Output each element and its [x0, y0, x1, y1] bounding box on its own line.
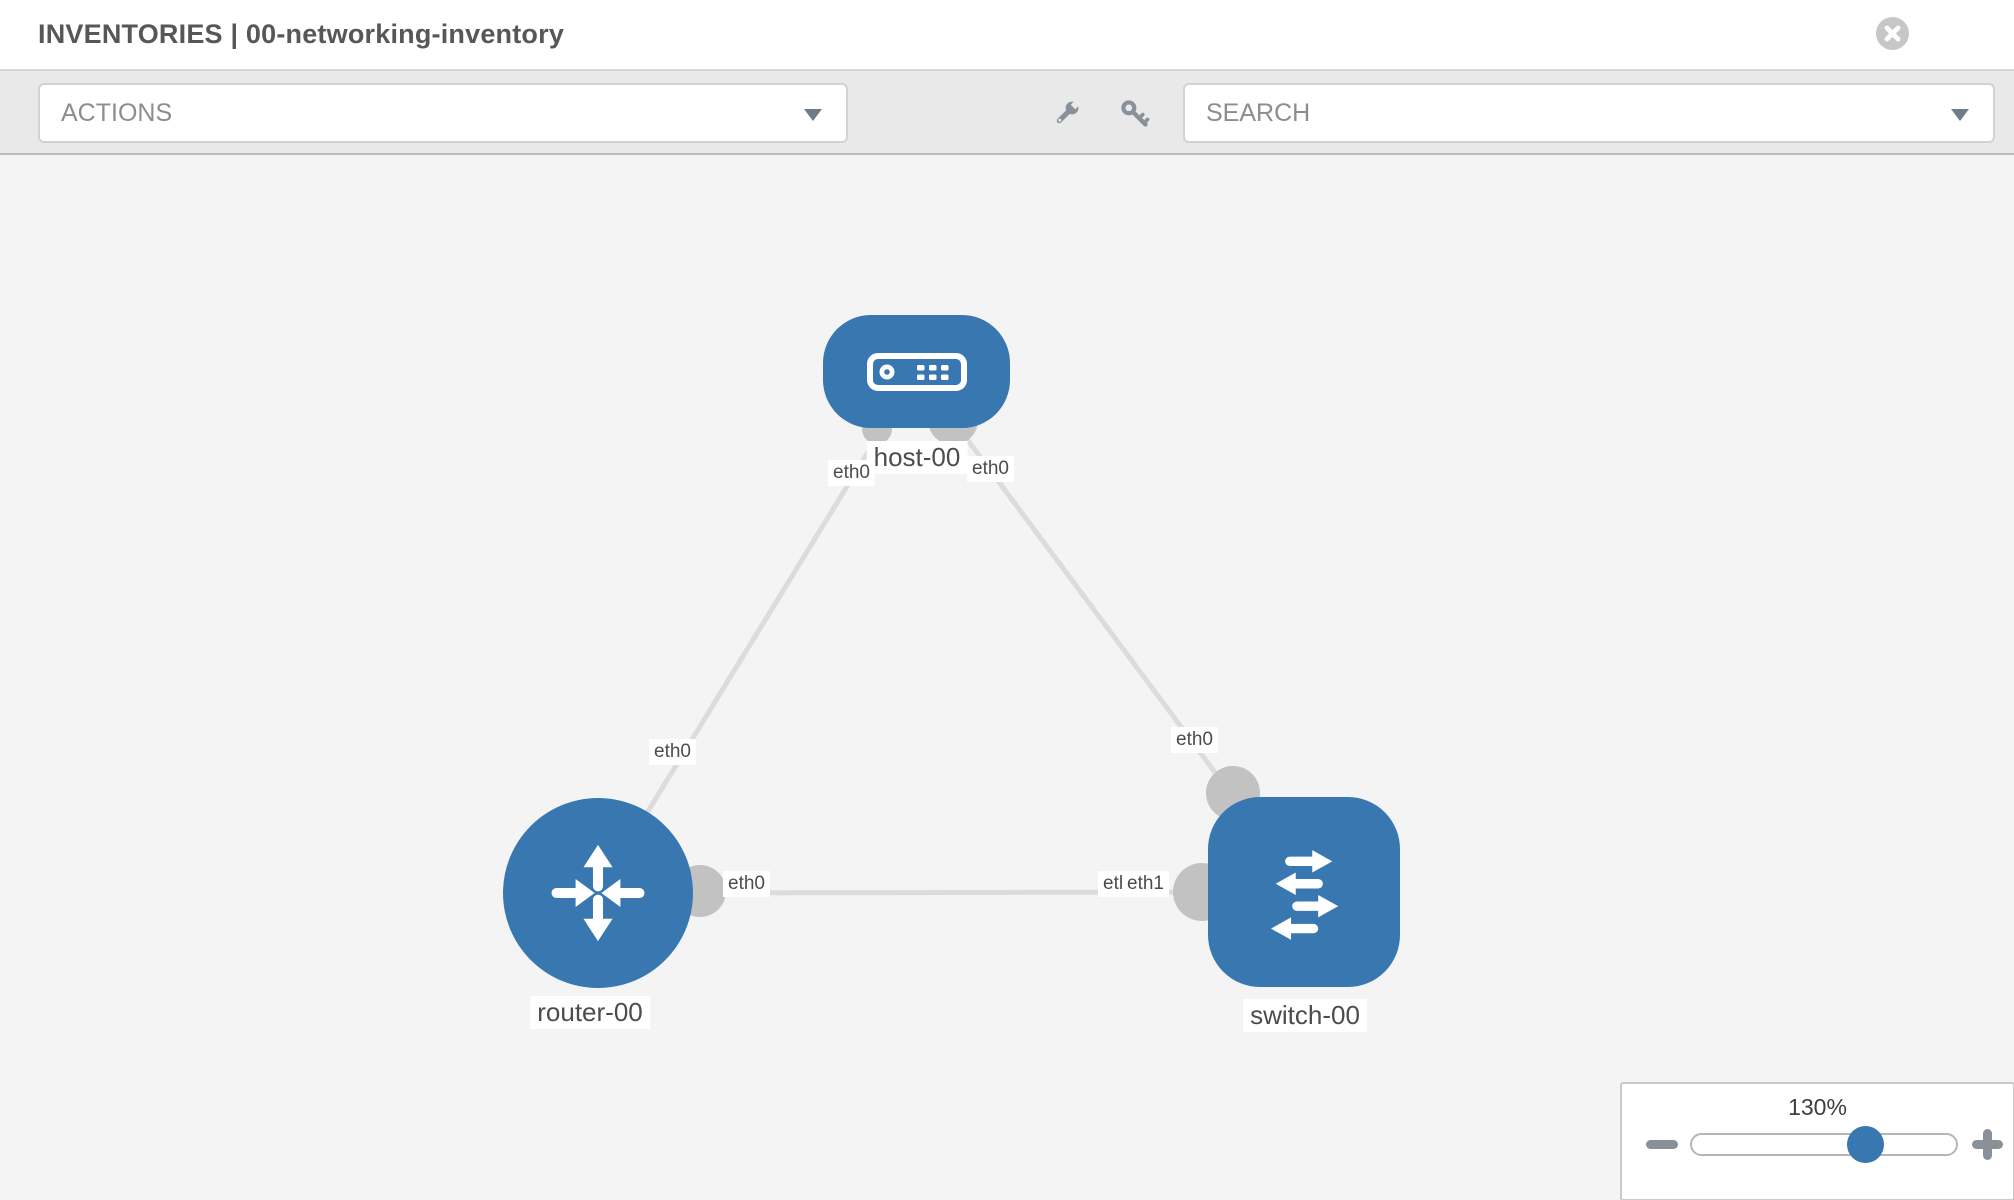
actions-dropdown-label: ACTIONS: [61, 98, 173, 127]
zoom-slider-track[interactable]: [1690, 1133, 1958, 1156]
link-host-router: [595, 370, 920, 895]
toolbar: ACTIONS SEARCH: [0, 71, 2014, 155]
interface-label: eth0: [828, 460, 875, 486]
search-dropdown[interactable]: SEARCH: [1183, 83, 1995, 143]
chevron-down-icon: [1951, 109, 1969, 121]
zoom-out-button[interactable]: [1646, 1140, 1678, 1149]
interface-label: eth1: [1122, 871, 1169, 897]
links-layer: [595, 370, 1307, 921]
header: INVENTORIES | 00-networking-inventory: [0, 0, 2014, 71]
close-button[interactable]: [1876, 17, 1909, 50]
zoom-slider-knob[interactable]: [1847, 1126, 1884, 1163]
topology-canvas[interactable]: host-00 router-00 switch-00 eth0 eth0 et…: [0, 155, 2014, 1200]
wrench-button[interactable]: [1049, 97, 1083, 131]
actions-dropdown[interactable]: ACTIONS: [38, 83, 848, 143]
chevron-down-icon: [804, 109, 822, 121]
key-icon: [1121, 100, 1150, 127]
node-router-00[interactable]: [503, 798, 693, 988]
interface-label: eth0: [723, 871, 770, 897]
wrench-icon: [1056, 100, 1080, 124]
node-label-router: router-00: [530, 996, 650, 1029]
router-icon: [551, 844, 645, 942]
host-icon: [866, 352, 967, 391]
interface-label: eth0: [649, 739, 696, 765]
node-switch-00[interactable]: [1208, 797, 1400, 987]
node-label-switch: switch-00: [1243, 999, 1367, 1032]
key-button[interactable]: [1118, 97, 1152, 131]
interface-label: eth0: [1171, 727, 1218, 753]
search-placeholder: SEARCH: [1206, 98, 1311, 127]
zoom-level: 130%: [1788, 1094, 1847, 1120]
page-title: INVENTORIES | 00-networking-inventory: [38, 19, 565, 49]
zoom-in-button[interactable]: [1972, 1129, 2003, 1160]
node-host-00[interactable]: [823, 315, 1010, 428]
zoom-panel: 130%: [1620, 1082, 2014, 1200]
interface-label: eth0: [967, 456, 1014, 482]
close-icon: [1884, 25, 1901, 42]
node-label-host: host-00: [866, 441, 968, 474]
switch-icon: [1270, 850, 1339, 940]
